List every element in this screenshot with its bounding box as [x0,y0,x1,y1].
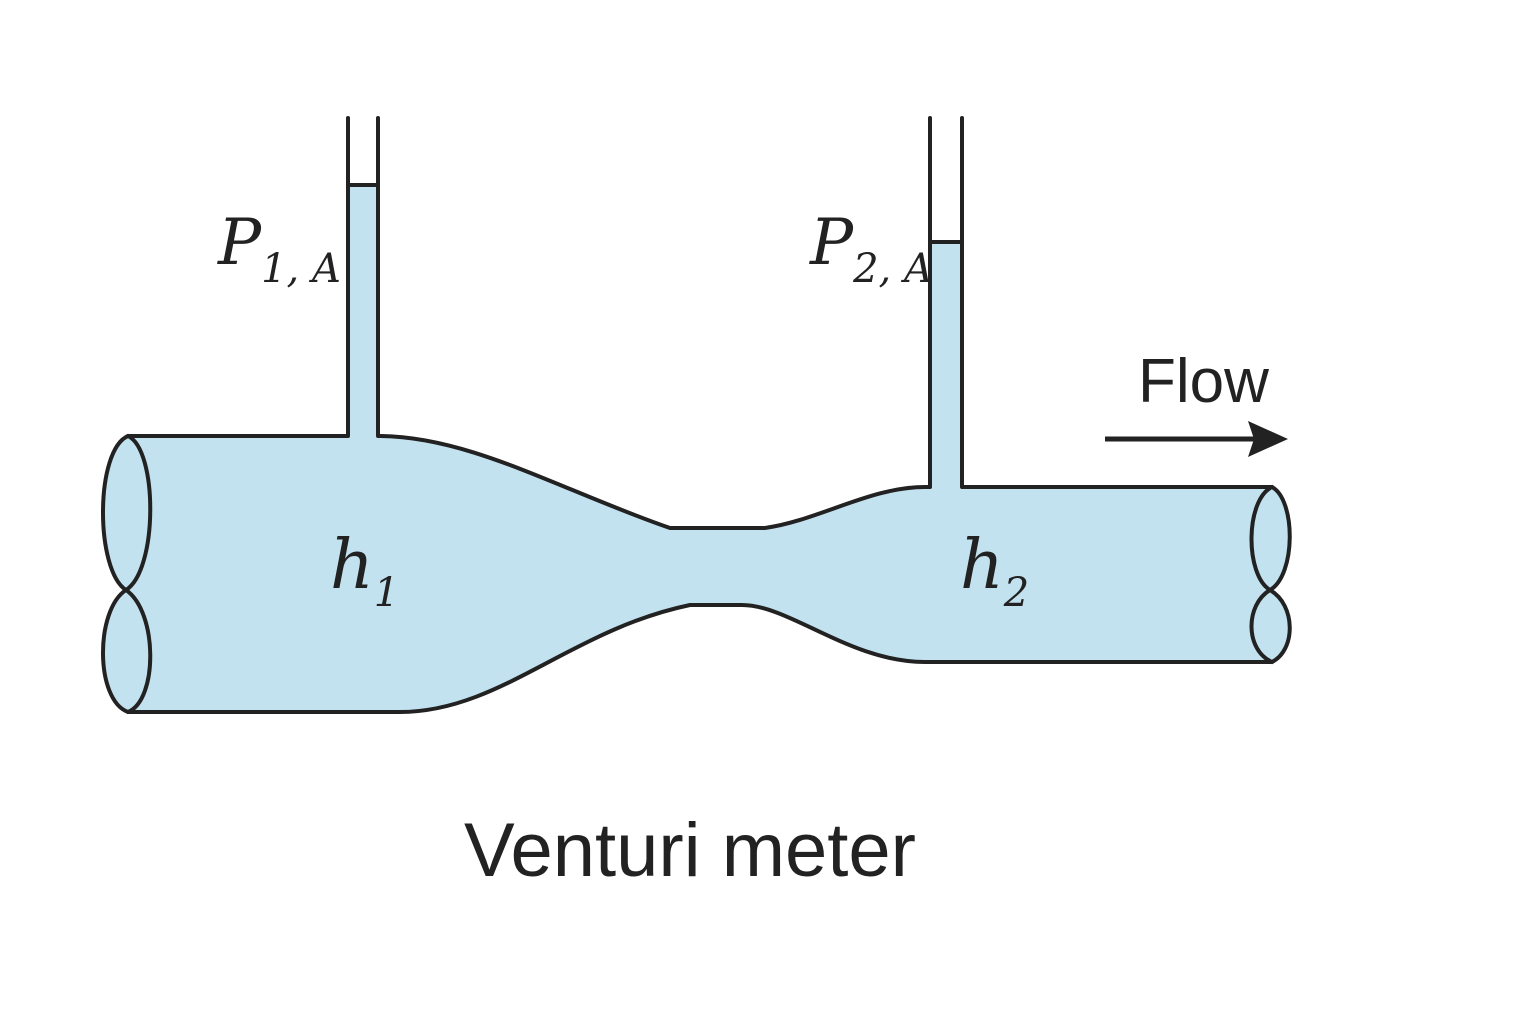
tube-2-water [930,242,962,489]
diagram-caption: Venturi meter [464,808,916,893]
pipe-water-fill [128,436,1272,712]
height-2-symbol: h [960,526,1004,605]
pressure-2-label: P2, A [809,206,933,292]
pipe-inlet-end [101,433,153,715]
height-1-symbol: h [330,526,374,605]
pipe-outlet-end [1249,484,1292,665]
pressure-1-symbol: P [217,206,262,280]
pipe-bottom-wall [126,603,1274,714]
pipe-top-wall [126,434,1274,530]
flow-label: Flow [1138,347,1269,416]
tube-1-water [348,185,378,438]
height-2-label: h2 [960,526,1029,616]
height-2-subscript: 2 [1003,570,1029,616]
pressure-1-label: P1, A [217,206,341,292]
height-1-subscript: 1 [374,570,399,616]
flow-arrow-head [1248,421,1288,457]
pressure-2-symbol: P [809,206,854,280]
pressure-2-subscript: 2, A [852,246,933,292]
right-arrow-icon [1105,421,1288,457]
height-1-label: h1 [330,526,399,616]
pressure-1-subscript: 1, A [261,246,341,292]
